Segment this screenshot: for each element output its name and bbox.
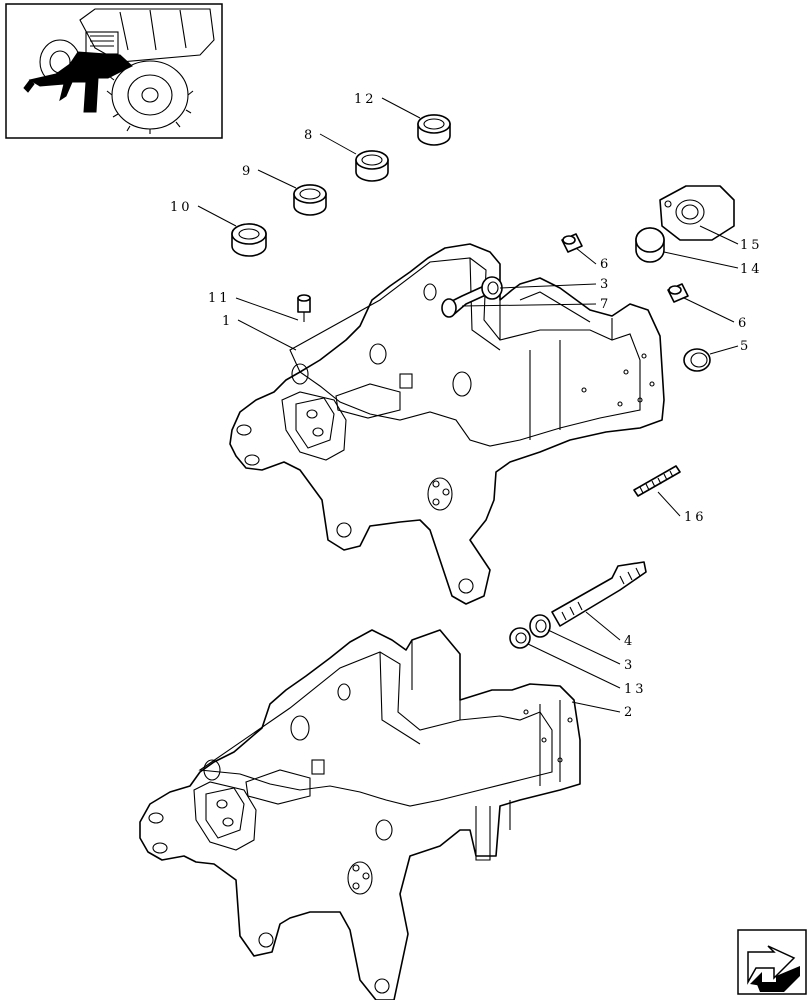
callout-14: 14 — [740, 262, 763, 277]
pin-6-upper-part — [561, 233, 583, 253]
washer-3-lower-part — [529, 614, 551, 638]
leader-lines — [197, 97, 739, 713]
callout-4: 4 — [624, 634, 635, 649]
bush-14-part — [635, 227, 665, 263]
callout-3-lower: 3 — [624, 658, 635, 673]
callout-6-upper: 6 — [600, 257, 611, 272]
front-support-lower — [139, 629, 581, 1000]
tractor-location-icon — [23, 8, 215, 134]
callout-2: 2 — [624, 705, 635, 720]
callout-1: 1 — [222, 314, 233, 329]
bolt-7-part — [441, 285, 489, 318]
next-page-button[interactable] — [737, 929, 807, 995]
plug-9-part — [293, 184, 327, 216]
next-page-arrow-icon — [747, 945, 800, 992]
callout-8: 8 — [304, 128, 315, 143]
callout-15: 15 — [740, 238, 763, 253]
callout-6-right: 6 — [738, 316, 749, 331]
plug-12-part — [417, 114, 451, 146]
callout-13: 13 — [624, 682, 647, 697]
plug-10-part — [231, 223, 267, 257]
callout-16: 16 — [684, 510, 707, 525]
callout-12: 12 — [354, 92, 377, 107]
pin-6-right-part — [667, 283, 689, 303]
callout-9: 9 — [242, 164, 253, 179]
screw-11-part — [297, 294, 311, 322]
callout-5: 5 — [740, 339, 751, 354]
callout-labels: 12 8 9 10 11 1 6 3 7 15 14 6 5 16 4 3 13… — [170, 92, 763, 720]
ring-5-part — [683, 348, 711, 372]
stud-4-part — [551, 561, 647, 627]
callout-3-upper: 3 — [600, 277, 611, 292]
stud-16-part — [633, 465, 681, 497]
washer-3-upper-part — [481, 276, 503, 300]
tractor-location-thumbnail[interactable] — [5, 3, 223, 139]
plug-8-part — [355, 150, 389, 182]
callout-10: 10 — [170, 200, 193, 215]
nut-13-part — [509, 627, 531, 649]
flange-15-part — [659, 185, 735, 241]
front-support-upper — [229, 243, 665, 605]
callout-11: 11 — [208, 291, 231, 306]
callout-7: 7 — [600, 297, 611, 312]
